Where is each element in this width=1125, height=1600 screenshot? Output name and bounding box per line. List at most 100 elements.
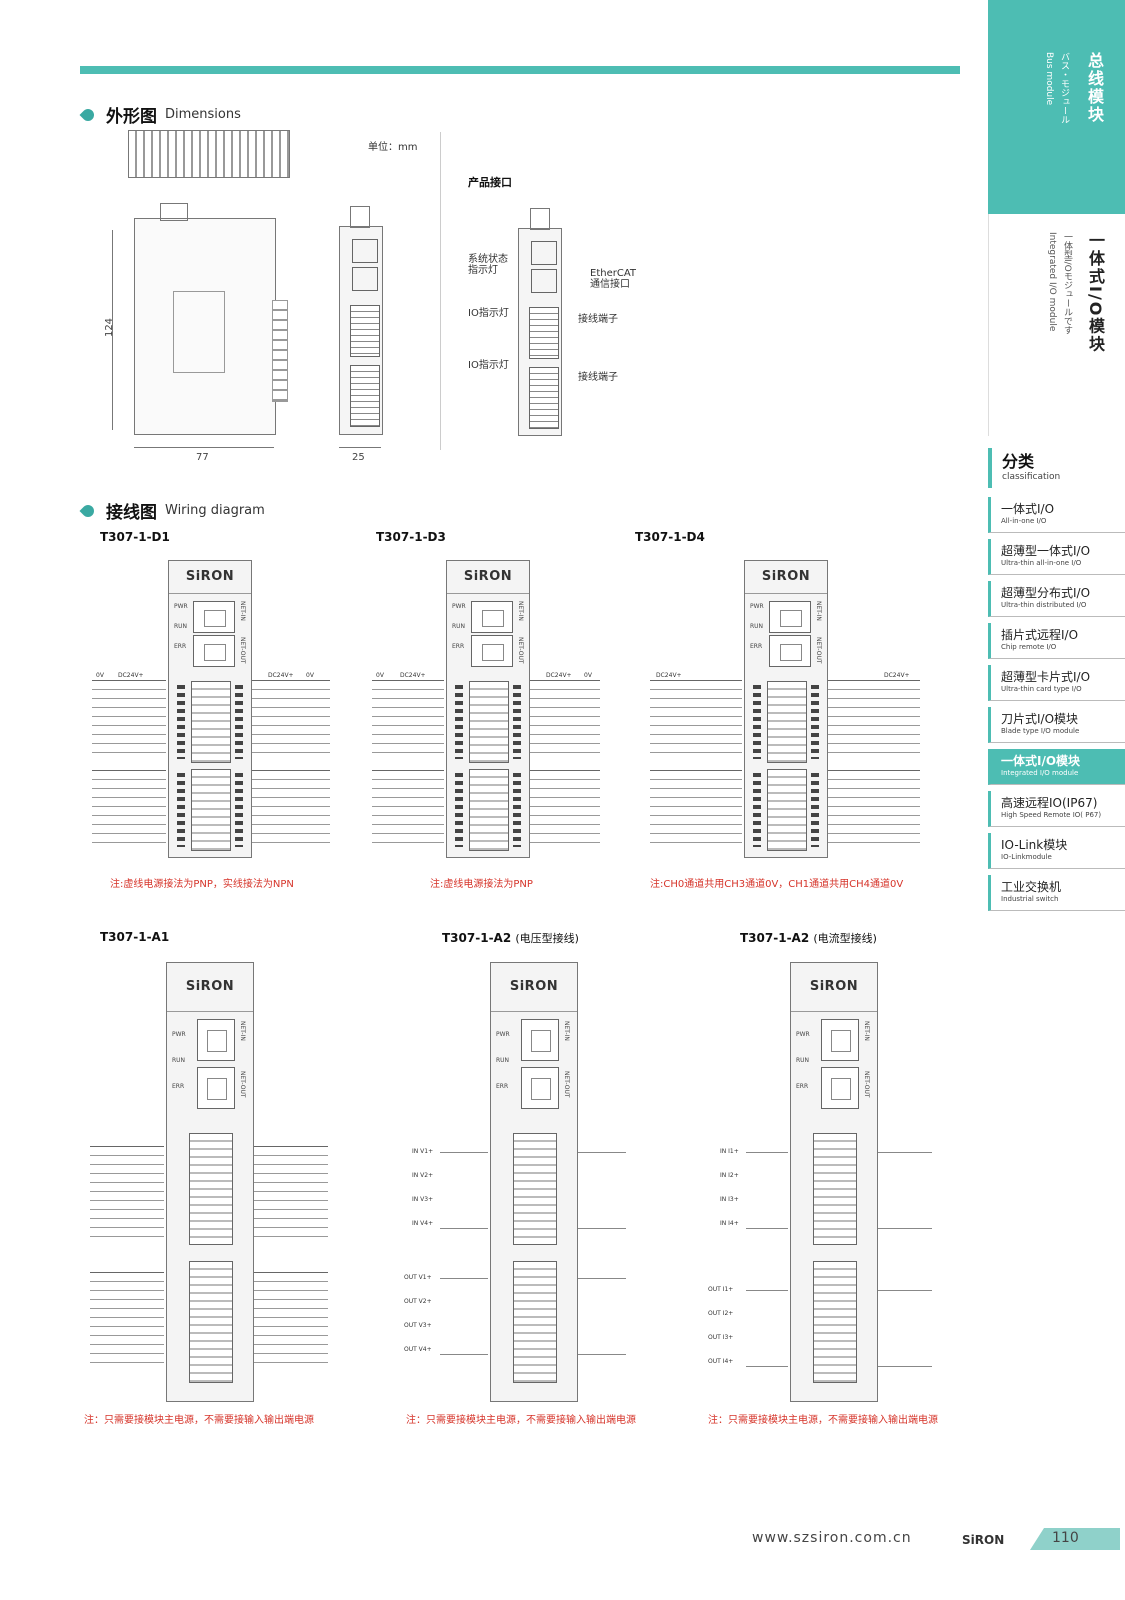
led-run: RUN [452,623,466,630]
sidebar-item-integrated[interactable]: 一体式I/O模块 Integrated I/O module [988,749,1125,785]
wire-group [372,680,444,757]
wire-group [878,1290,932,1367]
net-out-label: NET-OUT [239,637,246,664]
sidebar-item-ultra-thin-distributed[interactable]: 超薄型分布式I/O Ultra-thin distributed I/O [988,581,1125,617]
in-v3-label: IN V3+ [412,1196,434,1203]
sidebar-item-sublabel: Ultra-thin card type I/O [1001,685,1082,693]
output-terminal [813,1261,857,1383]
sidebar-current-sub-en: Integrated I/O module [1047,232,1057,332]
sidebar-section-title: 总线模块 [1085,52,1104,124]
callout-status-led: 系统状态 指示灯 [468,254,508,276]
wire-group [578,1278,626,1355]
wire-group [90,1272,164,1369]
wire-group [578,1152,626,1229]
side-view-drawing [134,218,276,435]
footer-url[interactable]: www.szsiron.com.cn [752,1530,912,1546]
sidebar-item-sublabel: All-in-one I/O [1001,517,1047,525]
sidebar-item-sublabel: Ultra-thin distributed I/O [1001,601,1087,609]
net-out-port [193,635,235,667]
net-in-port [821,1019,859,1061]
height-dimension-line [112,230,113,430]
led-err: ERR [796,1083,809,1090]
net-in-port [193,601,235,633]
width-dimension-line [134,447,274,448]
width-dimension-label: 77 [196,452,209,463]
sidebar-item-ultra-thin-all-in-one[interactable]: 超薄型一体式I/O Ultra-thin all-in-one I/O [988,539,1125,575]
sidebar-item-chip-remote[interactable]: 插片式远程I/O Chip remote I/O [988,623,1125,659]
net-out-label: NET-OUT [815,637,822,664]
net-out-port [821,1067,859,1109]
sidebar-item-label: IO-Link模块 [1001,838,1068,852]
wire-group [254,1272,328,1369]
sidebar-item-blade[interactable]: 刀片式I/O模块 Blade type I/O module [988,707,1125,743]
bullet-icon [79,502,97,519]
device-d3: SiRON PWR RUN ERR NET-IN NET-OUT [446,560,530,858]
led-err: ERR [172,1083,185,1090]
led-err: ERR [750,643,763,650]
net-out-port [471,635,513,667]
sidebar-item-all-in-one[interactable]: 一体式I/O All-in-one I/O [988,497,1125,533]
callout-terminal-1: 接线端子 [578,314,618,325]
led-pwr: PWR [750,603,764,610]
led-err: ERR [174,643,187,650]
led-pwr: PWR [496,1031,510,1038]
side-view-terminal [272,300,288,402]
model-title: T307-1-A2 (电流型接线) [740,931,877,945]
net-out-label: NET-OUT [563,1071,570,1098]
in-i2-label: IN I2+ [720,1172,739,1179]
sidebar-item-high-speed-remote[interactable]: 高速远程IO(IP67) High Speed Remote IO( P67) [988,791,1125,827]
net-in-label: NET-IN [239,1021,246,1041]
net-in-label: NET-IN [563,1021,570,1041]
device-logo: SiRON [509,979,559,994]
callout-io-led-1: IO指示灯 [468,308,509,319]
page-number-box [1030,1528,1120,1550]
input-terminal [813,1133,857,1245]
led-err: ERR [496,1083,509,1090]
callout-terminal-2: 接线端子 [578,372,618,383]
sidebar-item-label: 一体式I/O模块 [1001,754,1081,768]
device-logo: SiRON [185,979,235,994]
output-terminal [767,681,807,763]
wire-group [252,770,330,847]
divider [440,132,441,450]
wire-group [530,770,600,847]
out-v4-label: OUT V4+ [404,1346,432,1353]
net-in-port [521,1019,559,1061]
footer-logo: SiRON [962,1533,1005,1547]
side-view-connector [160,203,188,221]
sidebar-item-label: 工业交换机 [1001,880,1062,894]
interface-front-drawing [518,228,562,436]
output-terminal [191,769,231,851]
sidebar-item-sublabel: Industrial switch [1001,895,1059,903]
dc24v-label: DC24V+ [884,672,910,679]
height-dimension-label: 124 [104,317,116,338]
dimensions-title-en: Dimensions [165,107,241,122]
output-terminal [513,1261,557,1383]
wire-group [828,770,920,847]
wiring-title-cn: 接线图 [106,503,157,523]
net-out-port [197,1067,235,1109]
sidebar-item-industrial-switch[interactable]: 工业交换机 Industrial switch [988,875,1125,911]
sidebar-item-label: 刀片式I/O模块 [1001,712,1079,726]
net-in-port [471,601,513,633]
model-title: T307-1-D1 [100,530,170,544]
sidebar-current-title: 一体式I/O模块 [1086,232,1105,354]
led-run: RUN [750,623,764,630]
sidebar-section-sub-jp: バス・モジュール [1059,52,1069,124]
wire-group [252,680,330,757]
led-run: RUN [796,1057,810,1064]
depth-dimension-label: 25 [352,452,365,463]
sidebar-item-ultra-thin-card[interactable]: 超薄型卡片式I/O Ultra-thin card type I/O [988,665,1125,701]
zero-v-label: 0V [584,672,592,679]
in-i1-label: IN I1+ [720,1148,739,1155]
device-a2-voltage: SiRON PWR RUN ERR NET-IN NET-OUT [490,962,578,1402]
output-terminal [189,1261,233,1383]
input-terminal [469,681,509,763]
wire-group [530,680,600,757]
out-v3-label: OUT V3+ [404,1322,432,1329]
led-pwr: PWR [452,603,466,610]
dc24v-label: DC24V+ [656,672,682,679]
in-i3-label: IN I3+ [720,1196,739,1203]
sidebar-item-io-link[interactable]: IO-Link模块 IO-Linkmodule [988,833,1125,869]
wire-group [254,1146,328,1243]
